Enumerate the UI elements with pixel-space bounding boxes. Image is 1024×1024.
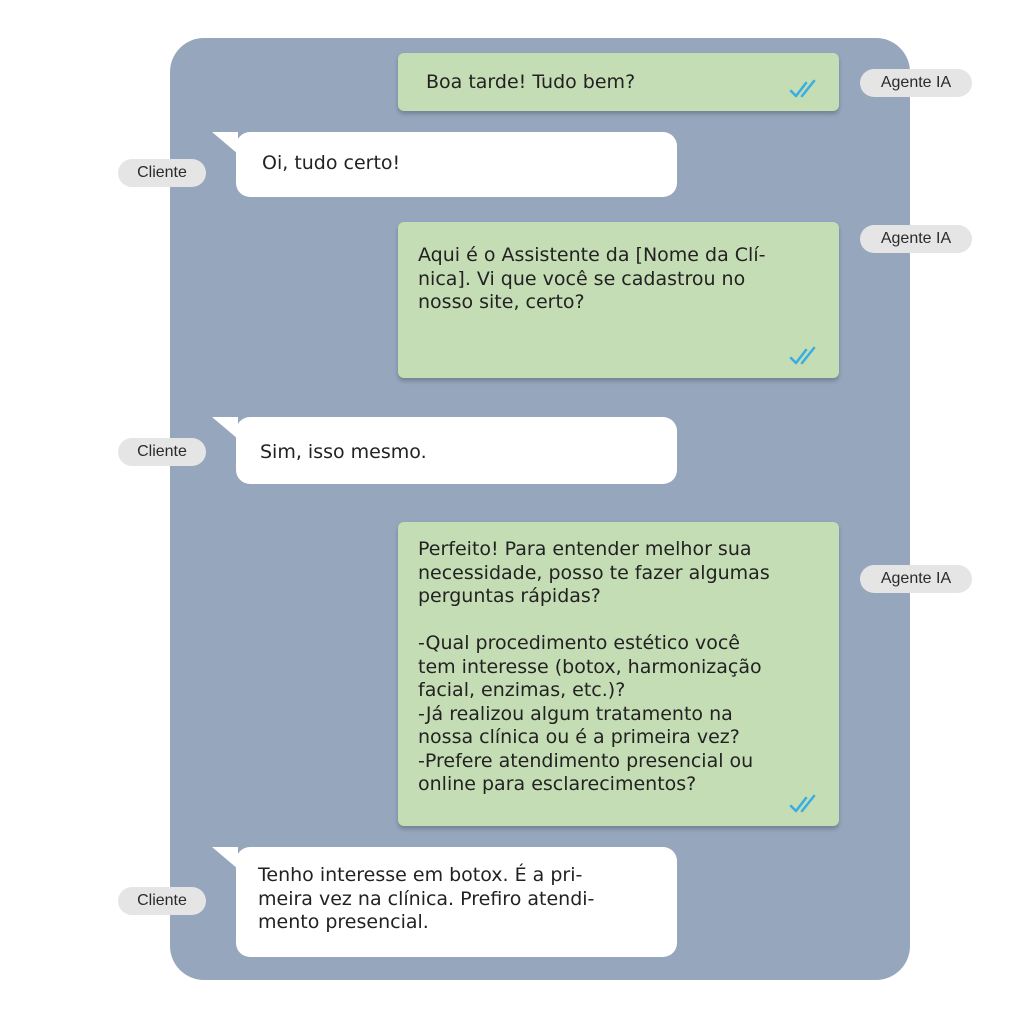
message-bubble-agent: Boa tarde! Tudo bem? [398, 53, 839, 111]
double-check-icon [789, 346, 816, 365]
message-text: Tenho interesse em botox. É a pri- meira… [258, 864, 595, 933]
sender-tag-agent: Agente IA [860, 69, 972, 97]
message-text: Perfeito! Para entender melhor sua neces… [418, 538, 770, 795]
sender-tag-client: Cliente [118, 438, 206, 466]
message-bubble-client: Tenho interesse em botox. É a pri- meira… [212, 847, 677, 957]
double-check-icon [789, 794, 816, 813]
message-bubble-client: Sim, isso mesmo. [212, 417, 677, 484]
message-bubble-client: Oi, tudo certo! [212, 132, 677, 197]
message-bubble-agent: Perfeito! Para entender melhor sua neces… [398, 522, 839, 826]
sender-tag-client: Cliente [118, 887, 206, 915]
message-text: Sim, isso mesmo. [260, 441, 427, 463]
double-check-icon [789, 79, 816, 98]
message-bubble-agent: Aqui é o Assistente da [Nome da Clí- nic… [398, 222, 839, 378]
message-text: Oi, tudo certo! [262, 152, 401, 174]
message-text: Aqui é o Assistente da [Nome da Clí- nic… [418, 244, 766, 313]
message-text: Boa tarde! Tudo bem? [426, 71, 636, 93]
sender-tag-client: Cliente [118, 159, 206, 187]
sender-tag-agent: Agente IA [860, 565, 972, 593]
sender-tag-agent: Agente IA [860, 225, 972, 253]
